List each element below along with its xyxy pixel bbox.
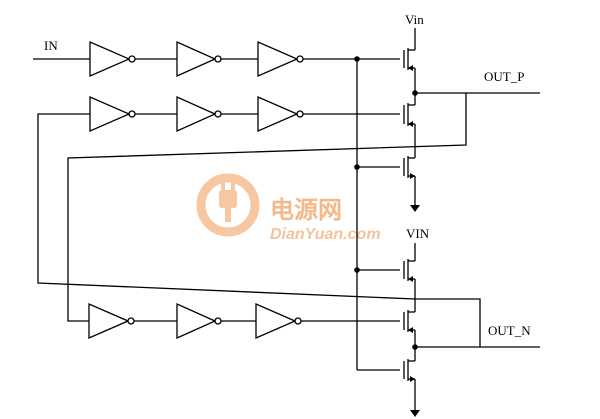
vin-top-label: Vin: [405, 12, 424, 27]
watermark-en-text: DianYuan.com: [270, 226, 381, 243]
inverter: [176, 40, 222, 78]
inverter: [176, 302, 222, 340]
junction-dots: [354, 56, 418, 350]
ground-arrow-top: [410, 205, 420, 212]
transistor-p-fifth: [403, 310, 415, 333]
inverter-chain-middle: [89, 95, 304, 133]
inverter: [176, 95, 222, 133]
power-plug-icon: [196, 173, 260, 237]
transistor-n-sixth: [403, 359, 415, 382]
out-n-label: OUT_N: [488, 323, 531, 338]
inverter: [89, 41, 136, 77]
inverter-chain-top: [89, 40, 304, 78]
out-p-label: OUT_P: [484, 69, 524, 84]
in-label: IN: [44, 38, 58, 53]
wiring: [33, 28, 540, 410]
vin-mid-label: VIN: [406, 226, 430, 241]
watermark: 电源网 DianYuan.com: [196, 173, 381, 243]
inverter: [89, 96, 136, 132]
inverter: [88, 303, 135, 339]
inverter-chain-bottom: [88, 302, 302, 340]
inverter: [255, 303, 302, 339]
transistor-p-fourth: [403, 259, 415, 282]
transistor-p-top: [403, 48, 415, 71]
inverter: [257, 96, 304, 132]
inverter: [257, 41, 304, 77]
watermark-cn-text: 电源网: [270, 196, 342, 224]
transistor-n-third: [403, 156, 415, 179]
ground-arrow-bottom: [410, 410, 420, 417]
transistor-p-second: [403, 103, 415, 127]
